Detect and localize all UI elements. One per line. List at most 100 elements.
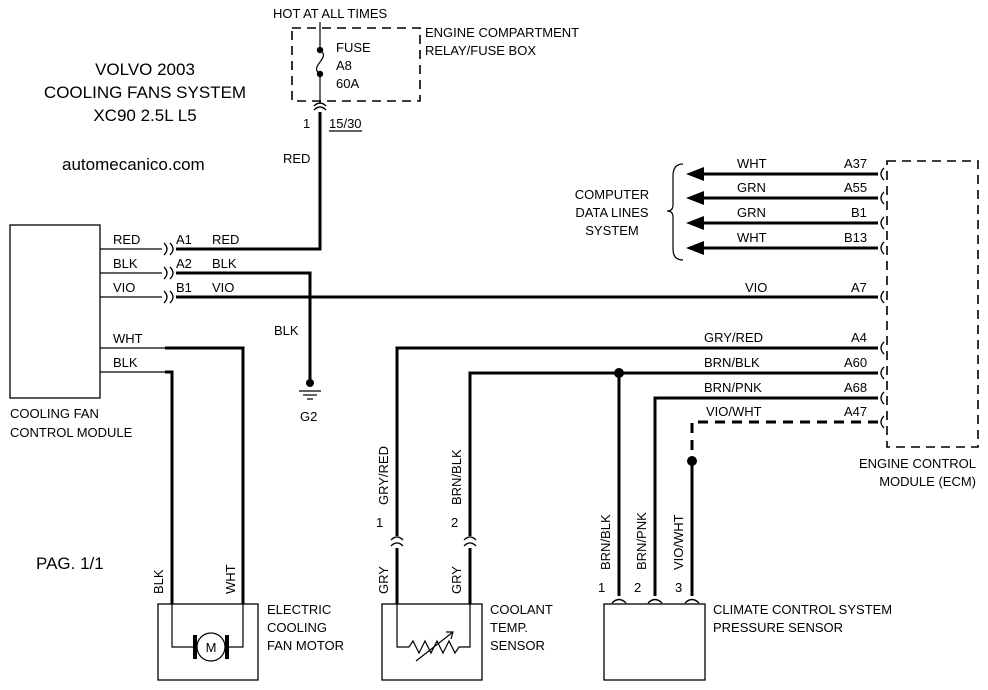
data-line-arrow-4 (686, 241, 704, 255)
relay-fuse-box-label-1: ENGINE COMPARTMENT (425, 25, 579, 40)
ecm-connector-b13 (880, 241, 885, 255)
ecm-connector-a55 (880, 191, 885, 205)
cooling-fan-module-label-1: COOLING FAN (10, 406, 99, 421)
fuse-label-3: 60A (336, 76, 359, 91)
data-line-a55-pin: A55 (844, 180, 867, 195)
data-line-arrow-1 (686, 167, 704, 181)
blk-motor-wire (165, 370, 174, 604)
blk-ground-wire (176, 271, 312, 382)
fuse-symbol (316, 49, 324, 75)
ecm-connector-a4 (880, 341, 885, 355)
module-pin-a2-wire-left: BLK (113, 256, 138, 271)
data-line-arrow-2 (686, 191, 704, 205)
module-pin-a2: A2 (176, 256, 192, 271)
module-out-blk-label: BLK (113, 355, 138, 370)
coolant-lower-wire-label-1: GRY (376, 566, 391, 594)
motor-internal-wiring (171, 604, 244, 648)
motor-wire-wht-label: WHT (223, 564, 238, 594)
coolant-sensor-box (381, 603, 483, 681)
coolant-upper-wire-1: GRY/RED (376, 446, 391, 505)
motor-brush-left (193, 635, 197, 659)
module-connector-a2 (163, 266, 174, 280)
fuse-box-terminal: 15/30 (329, 116, 362, 131)
module-pin-a1-wire-right: RED (212, 232, 239, 247)
ground-dot (306, 379, 314, 387)
data-line-wht-a37-wire: WHT (737, 156, 767, 171)
page-label: PAG. 1/1 (36, 554, 104, 573)
pressure-wire-label-3: VIO/WHT (671, 514, 686, 570)
ecm-a47-pin: A47 (844, 404, 867, 419)
ecm-a60-pin: A60 (844, 355, 867, 370)
module-out-wht-label: WHT (113, 331, 143, 346)
power-wire-label: RED (283, 151, 310, 166)
cooling-fan-control-module (9, 224, 101, 399)
ecm-a4-pin: A4 (851, 330, 867, 345)
brn-blk-wire (468, 371, 878, 536)
module-connector-b1 (163, 290, 174, 304)
motor-symbol-circle (196, 632, 226, 662)
brn-pnk-wire (653, 396, 878, 596)
coolant-sensor-label-2: TEMP. (490, 620, 528, 635)
ecm-connector-a68 (880, 391, 885, 405)
coolant-lower-wire-label-2: GRY (449, 566, 464, 594)
motor-brush-right (225, 635, 229, 659)
pressure-wire-label-1: BRN/BLK (598, 514, 613, 570)
data-line-b13-pin: B13 (844, 230, 867, 245)
fan-motor-box (157, 603, 259, 681)
fan-motor-label-1: ELECTRIC (267, 602, 331, 617)
coolant-pin-2: 2 (451, 515, 458, 530)
title-line-1: VOLVO 2003 (95, 60, 195, 79)
wht-motor-wire (165, 346, 245, 604)
relay-fuse-box (291, 27, 421, 102)
gry-red-wire (395, 346, 878, 536)
motor-symbol: M (206, 640, 217, 655)
ecm-a68-wire-label: BRN/PNK (704, 380, 762, 395)
pressure-wire-label-2: BRN/PNK (634, 512, 649, 570)
thermistor-symbol (396, 604, 471, 655)
coolant-sensor-label-3: SENSOR (490, 638, 545, 653)
ground-label: G2 (300, 409, 317, 424)
ecm-a60-wire-label: BRN/BLK (704, 355, 760, 370)
ecm-a47-wire-label: VIO/WHT (706, 404, 762, 419)
motor-wire-blk-label: BLK (151, 569, 166, 594)
website-label: automecanico.com (62, 155, 205, 174)
title-line-3: XC90 2.5L L5 (93, 106, 196, 125)
data-line-arrow-3 (686, 216, 704, 230)
pressure-sensor-box (603, 603, 706, 681)
vio-wht-wire (690, 420, 878, 460)
fuse-label-1: FUSE (336, 40, 371, 55)
data-line-wht-b13-wire: WHT (737, 230, 767, 245)
pressure-connector-3 (684, 598, 700, 604)
fuse-label-2: A8 (336, 58, 352, 73)
ecm-connector-b1 (880, 216, 885, 230)
module-pin-b1-wire-right: VIO (212, 280, 234, 295)
title-line-2: COOLING FANS SYSTEM (44, 83, 246, 102)
relay-fuse-box-label-2: RELAY/FUSE BOX (425, 43, 536, 58)
module-pin-b1-wire-left: VIO (113, 280, 135, 295)
red-power-wire (176, 112, 322, 251)
coolant-connector-1 (390, 536, 404, 547)
cooling-fan-module-label-2: CONTROL MODULE (10, 425, 133, 440)
module-connector-a1 (163, 242, 174, 256)
ecm-box (886, 160, 979, 448)
thermistor-arrow (415, 631, 454, 662)
module-pin-a1: A1 (176, 232, 192, 247)
ecm-vio-wire-label: VIO (745, 280, 767, 295)
coolant-pin-1: 1 (376, 515, 383, 530)
ecm-connector-a37 (880, 167, 885, 181)
data-lines-brace (666, 163, 684, 261)
ecm-connector-a7 (880, 290, 885, 304)
module-pin-b1: B1 (176, 280, 192, 295)
ecm-a7-pin: A7 (851, 280, 867, 295)
data-lines-label-2: DATA LINES (575, 205, 649, 220)
module-pin-a1-wire-left: RED (113, 232, 140, 247)
fuse-box-connector (313, 102, 327, 111)
ecm-connector-a47 (880, 415, 885, 429)
module-pin-a2-wire-right: BLK (212, 256, 237, 271)
pressure-pin-3: 3 (675, 580, 682, 595)
fuse-box-pin: 1 (303, 116, 310, 131)
coolant-upper-wire-2: BRN/BLK (449, 449, 464, 505)
ecm-label-2: MODULE (ECM) (879, 474, 976, 489)
pressure-pin-2: 2 (634, 580, 641, 595)
